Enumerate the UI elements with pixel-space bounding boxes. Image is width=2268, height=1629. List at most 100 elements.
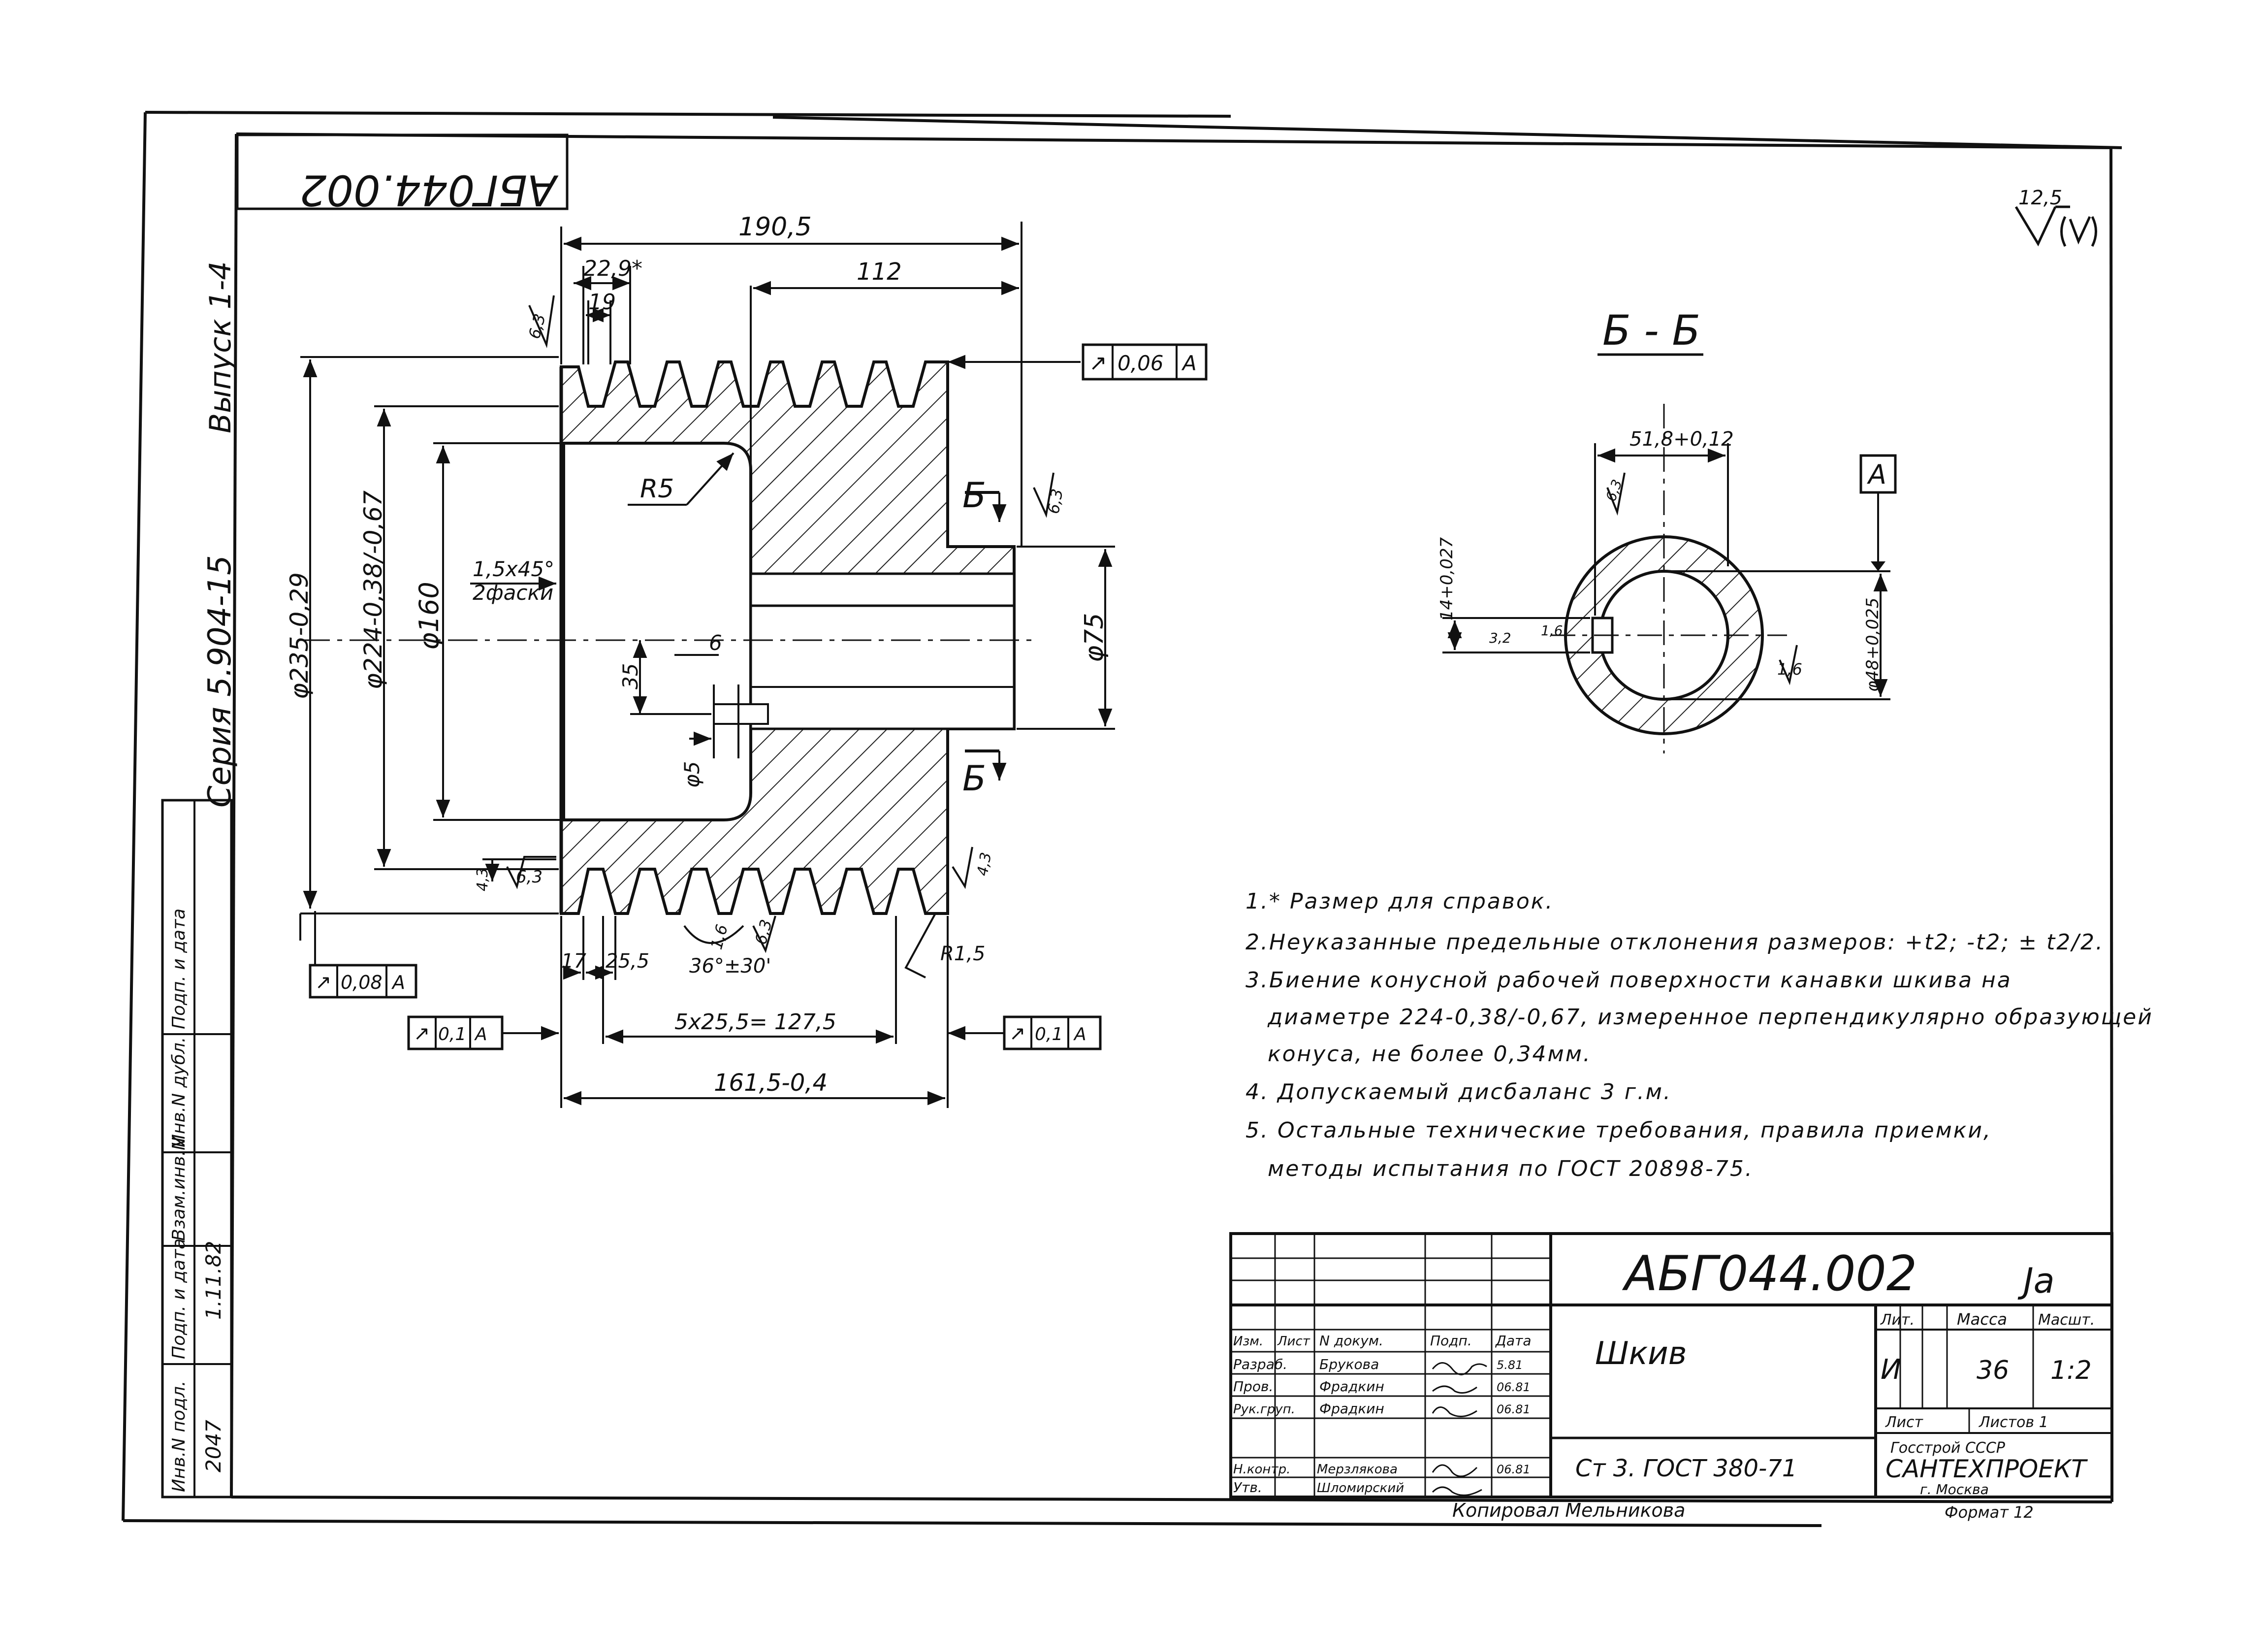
title-right-block: Лит. Масса Масшт. И 36 1:2 Лист Листов 1… [1880,1310,2095,1498]
note-3b: диаметре 224-0,38/-0,67, измеренное перп… [1267,1005,2153,1030]
title-signature-rows: Разраб. Брукова 5.81 Пров. Фрадкин 06.81… [1233,1356,1531,1496]
tolerance-top: ↗ 0,06 А [948,343,1208,381]
svg-text:Лист: Лист [1277,1334,1310,1349]
rotated-doc-code: АБГ044.002 [300,165,559,215]
title-part-name: Шкив [1595,1336,1687,1372]
dim-6: 6 [709,631,722,655]
svg-text:Шломирский: Шломирский [1317,1481,1404,1496]
strip-header-3: Взам.инв.N [169,1137,189,1241]
svg-text:Масшт.: Масшт. [2038,1311,2095,1329]
chamfer-callout: 1,5x45° 2фаски R5 [470,452,735,605]
dim-groove-pitch-width: 22,9* [583,256,642,281]
middle-dimensions [630,640,739,758]
dim-dia-160: φ160 [414,582,445,650]
left-strip-table: Подп. и дата Инв.N дубл. Взам.инв.N Подп… [161,799,233,1499]
svg-text:0,08: 0,08 [341,972,383,993]
dim-4-3-a: 4,3 [474,868,491,891]
copied-by: Копировал Мельникова [1452,1499,1685,1521]
svg-text:А: А [1181,351,1197,375]
rough-6-3-d: 6,3 [751,917,776,946]
rotated-code-box: АБГ044.002 [236,133,569,215]
strip-sign-date: 1.11.82 [201,1241,225,1320]
svg-text:САНТЕХПРОЕКТ: САНТЕХПРОЕКТ [1885,1455,2088,1483]
svg-text:А: А [1073,1024,1086,1044]
svg-text:Дата: Дата [1495,1333,1532,1349]
sheet-frame [122,111,2122,1527]
svg-text:1:2: 1:2 [2050,1356,2092,1385]
hub-dia-dimension [1017,546,1115,730]
bottom-callouts [482,847,973,1108]
left-dimensions [299,356,561,941]
dim-overall-length: 190,5 [738,212,812,242]
dim-dia-5: φ5 [680,761,704,788]
svg-text:06.81: 06.81 [1497,1463,1531,1476]
pulley-main-view [300,360,1034,915]
dim-dia-75: φ75 [1080,613,1109,662]
svg-text:↗: ↗ [414,1022,430,1045]
title-doc-code: АБГ044.002 [1622,1246,1917,1302]
roughness-corner-symbol: 12,5 [2014,187,2097,247]
tolerance-left: ↗ 0,08 А [309,911,417,999]
svg-text:Б: Б [962,475,986,516]
svg-text:Пров.: Пров. [1233,1378,1273,1395]
section-bb-view: Б - Б А [1442,306,1897,753]
rough-6-3-a: 6,3 [525,312,549,341]
dim-25-5: 25,5 [606,950,649,973]
set-screw-hole [713,703,769,725]
dim-hub-length: 112 [857,258,902,286]
svg-text:Н.контр.: Н.контр. [1233,1462,1290,1477]
dim-dia-224: φ224-0,38/-0,67 [359,490,387,689]
sec-width: 51,8+0,12 [1629,428,1734,451]
title-col-headers: Изм. Лист N докум. Подп. Дата [1233,1333,1532,1349]
svg-text:г. Москва: г. Москва [1920,1481,1989,1498]
svg-text:Лист: Лист [1885,1414,1924,1431]
title-material: Ст 3. ГОСТ 380-71 [1575,1455,1797,1482]
dim-radius-r5: R5 [640,474,674,504]
svg-text:Мерзлякова: Мерзлякова [1317,1462,1398,1477]
signatures [1432,1362,1487,1496]
svg-text:Госстрой СССР: Госстрой СССР [1890,1439,2006,1457]
svg-text:Разраб.: Разраб. [1233,1356,1287,1372]
strip-header-5: Подп. и дата [169,909,189,1029]
svg-text:↗: ↗ [1009,1022,1026,1045]
svg-text:Брукова: Брукова [1319,1356,1379,1372]
svg-text:И: И [1881,1354,1901,1386]
note-1: 1.* Размер для справок. [1246,889,1554,914]
svg-text:5.81: 5.81 [1497,1358,1523,1372]
svg-text:А: А [391,972,405,993]
sec-dia: φ48+0,025 [1863,597,1883,692]
note-4: 4. Допускаемый дисбаланс 3 г.м. [1246,1079,1672,1105]
svg-text:12,5: 12,5 [2018,187,2062,209]
svg-text:0,06: 0,06 [1118,351,1164,375]
dim-radius-r1-5: R1,5 [940,943,985,965]
svg-text:0,1: 0,1 [1035,1024,1063,1044]
dim-angle: 36°±30' [689,955,771,977]
svg-text:Утв.: Утв. [1233,1479,1262,1496]
title-block [1229,1232,2113,1499]
svg-text:Рук.груп.: Рук.груп. [1233,1402,1295,1417]
title-letter-mark: Ја [2017,1261,2055,1301]
svg-text:Подп.: Подп. [1430,1333,1472,1349]
note-5a: 5. Остальные технические требования, пра… [1246,1118,1992,1143]
note-2: 2.Неуказанные предельные отклонения разм… [1246,930,2104,955]
svg-text:↗: ↗ [1089,351,1107,376]
datum-label: А [1867,459,1886,490]
svg-text:Изм.: Изм. [1233,1334,1263,1349]
svg-text:06.81: 06.81 [1497,1402,1531,1416]
sec-rough-2: 1,6 [1541,622,1563,639]
svg-text:А: А [474,1024,487,1044]
svg-text:Б: Б [962,758,986,799]
svg-text:Фрадкин: Фрадкин [1319,1401,1384,1417]
note-3a: 3.Биение конусной рабочей поверхности ка… [1246,968,2012,993]
pulley-bore [562,442,752,821]
svg-text:Фрадкин: Фрадкин [1319,1378,1384,1395]
dim-35: 35 [618,663,642,689]
shaft-hole [749,572,1016,607]
svg-text:36: 36 [1977,1356,2009,1385]
sec-key: 14+0,027 [1437,537,1457,620]
svg-text:Масса: Масса [1957,1310,2007,1329]
format-label: Формат 12 [1945,1503,2034,1522]
dim-dia-235: φ235-0,29 [285,572,314,699]
series-label: Серия 5.904-15 [202,555,238,808]
